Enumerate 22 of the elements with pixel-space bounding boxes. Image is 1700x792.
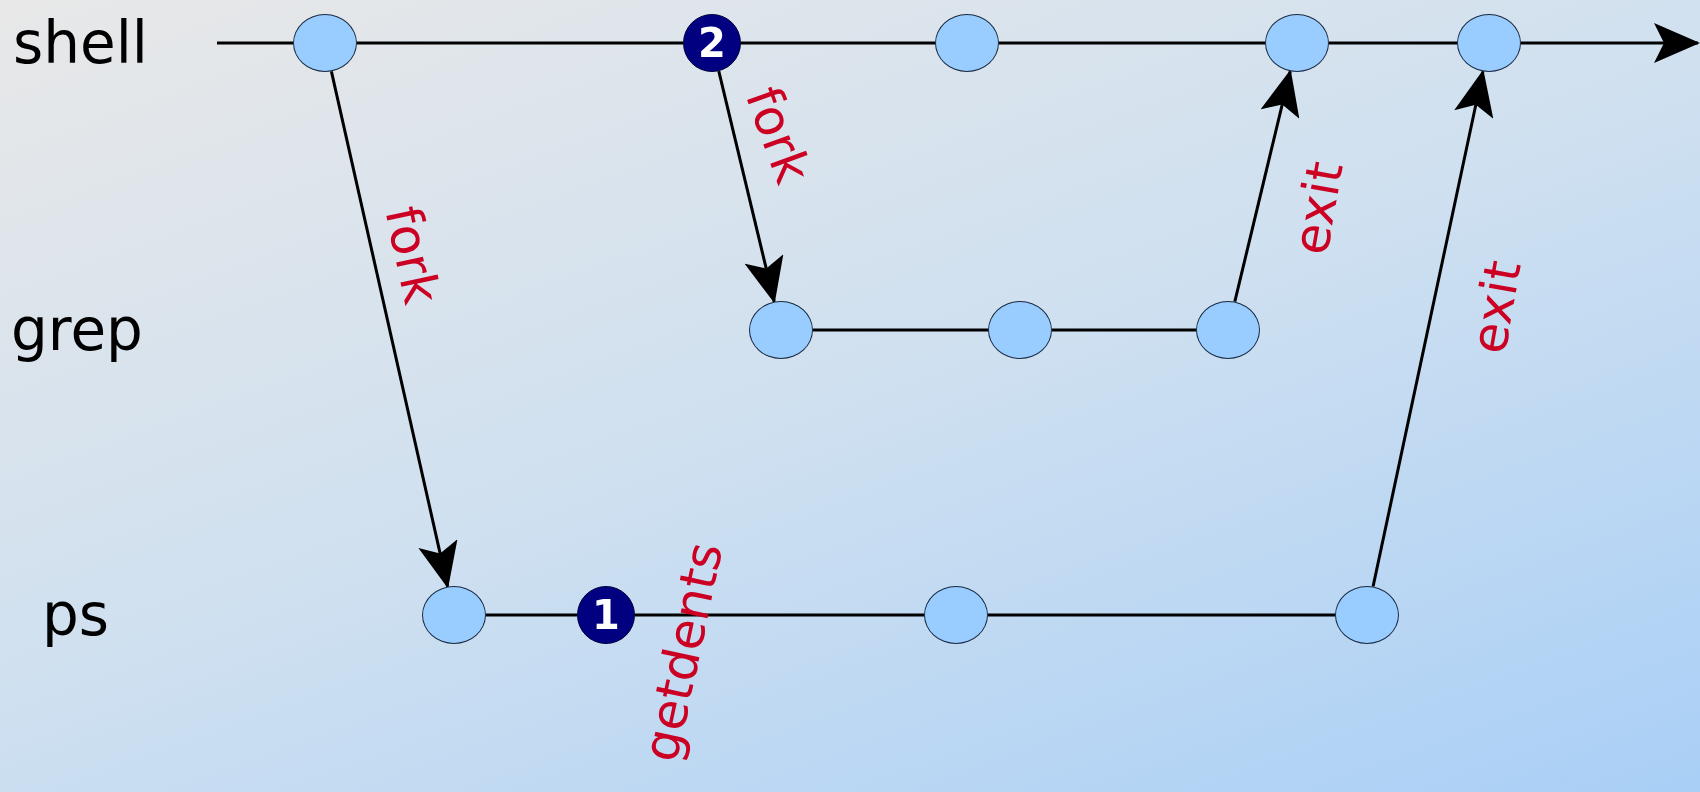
timeline-line — [999, 41, 1265, 45]
annotation-label: getdents — [635, 538, 731, 766]
lane-label: shell — [13, 14, 148, 72]
edge-label: fork — [737, 80, 819, 190]
arrow — [329, 71, 458, 589]
timeline-line — [1052, 328, 1196, 332]
edge-label: exit — [1285, 157, 1351, 259]
timeline-line — [813, 328, 988, 332]
edge-label: exit — [1463, 256, 1529, 358]
arrow — [1521, 23, 1700, 63]
timeline-line — [741, 41, 935, 45]
edge-label: fork — [377, 202, 447, 308]
arrow — [1233, 69, 1300, 302]
timeline-line — [486, 613, 577, 617]
timeline-line — [635, 613, 924, 617]
timeline-line — [357, 41, 683, 45]
numbered-event-circle: 1 — [577, 586, 635, 644]
numbered-event-circle: 2 — [683, 14, 741, 72]
arrow — [717, 70, 784, 304]
timeline-line — [217, 41, 293, 45]
timeline-line — [1329, 41, 1457, 45]
timeline-line — [988, 613, 1335, 617]
